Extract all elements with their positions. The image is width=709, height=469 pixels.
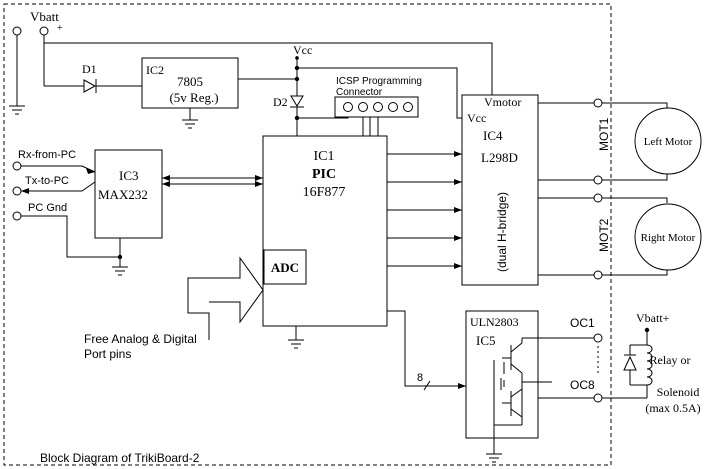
ic5-transistors <box>493 337 538 426</box>
adc-box <box>263 249 307 285</box>
ic3-box <box>94 149 163 239</box>
vbatt-label: Vbatt <box>30 9 59 24</box>
oc8-terminal <box>593 393 603 403</box>
left-motor <box>634 107 702 175</box>
output-bus <box>387 310 466 387</box>
mot1-label: MOT1 <box>597 117 611 151</box>
ic3-part: MAX232 <box>98 187 148 202</box>
mot2-label: MOT2 <box>597 218 611 252</box>
ic5-ground <box>486 425 502 463</box>
ic1-box <box>262 135 388 327</box>
oc8-label: OC8 <box>570 378 595 392</box>
ic4-vcc: Vcc <box>467 111 486 125</box>
relay-label-3: (max 0.5A) <box>645 401 700 415</box>
ic4-desc: (dual H-bridge) <box>495 192 509 272</box>
relay-label-1: Relay or <box>650 353 691 367</box>
oc1-terminal <box>593 333 603 343</box>
ic2-part: 7805 <box>177 74 203 89</box>
ic2-desc: (5v Reg.) <box>169 90 218 105</box>
output-bus-arrowhead <box>458 383 466 389</box>
tx-terminal <box>12 181 96 196</box>
vbatt-plus-label: + <box>57 23 63 34</box>
vcc-node <box>294 56 300 96</box>
ic5-name: IC5 <box>476 333 496 348</box>
ic1-name: IC1 <box>314 149 335 164</box>
pc-gnd-label: PC Gnd <box>28 202 67 214</box>
icsp-label-1: ICSP Programming <box>336 76 422 87</box>
ic4-box <box>461 94 539 286</box>
left-motor-label: Left Motor <box>644 136 693 148</box>
ic1-ic4-signals <box>387 151 462 269</box>
analog-label-1: Free Analog & Digital <box>84 332 197 346</box>
ic4-part: L298D <box>481 150 518 165</box>
diagram-caption: Block Diagram of TrikiBoard-2 <box>40 451 200 465</box>
bus-width-label: 8 <box>417 372 423 384</box>
adc-label: ADC <box>271 260 299 275</box>
vcc-label: Vcc <box>293 43 312 57</box>
ic1-pic: PIC <box>312 167 336 182</box>
ic2-ground <box>182 108 198 129</box>
analog-label-2: Port pins <box>84 347 131 361</box>
relay-circuit <box>602 327 653 399</box>
right-motor <box>634 203 702 271</box>
ic1-ground <box>288 326 304 349</box>
analog-input-arrow <box>187 256 264 340</box>
pc-gnd-terminal <box>12 211 120 258</box>
ic2-box <box>141 57 239 109</box>
ground-terminal <box>9 26 25 115</box>
icsp-label-2: Connector <box>336 87 383 98</box>
motor-wiring <box>538 98 668 280</box>
rx-label: Rx-from-PC <box>18 149 76 161</box>
rx-terminal <box>12 161 96 174</box>
bus-slash <box>423 380 431 391</box>
ic5-part: ULN2803 <box>470 315 519 329</box>
oc1-label: OC1 <box>570 316 595 330</box>
ic5-box <box>465 310 539 439</box>
relay-vbatt-label: Vbatt+ <box>636 311 670 325</box>
right-motor-label: Right Motor <box>641 232 696 244</box>
d1-label: D1 <box>82 62 97 76</box>
relay-label-2: Solenoid <box>657 385 700 399</box>
vbatt-terminal <box>39 26 49 86</box>
ic1-part: 16F877 <box>303 185 346 200</box>
d1-diode <box>83 79 97 93</box>
tx-label: Tx-to-PC <box>25 175 69 187</box>
ic4-vmotor: Vmotor <box>484 95 521 109</box>
d2-label: D2 <box>273 95 288 109</box>
ic3-name: IC3 <box>119 168 139 183</box>
vmotor-supply-wire <box>44 42 493 100</box>
board-outline <box>3 3 612 466</box>
vcc-to-ic4-wire <box>297 67 462 119</box>
ic4-name: IC4 <box>483 128 503 143</box>
ic3-ic1-link <box>162 175 263 187</box>
d2-diode <box>290 95 304 136</box>
icsp-pins <box>343 102 413 136</box>
ic2-name: IC2 <box>146 63 164 77</box>
